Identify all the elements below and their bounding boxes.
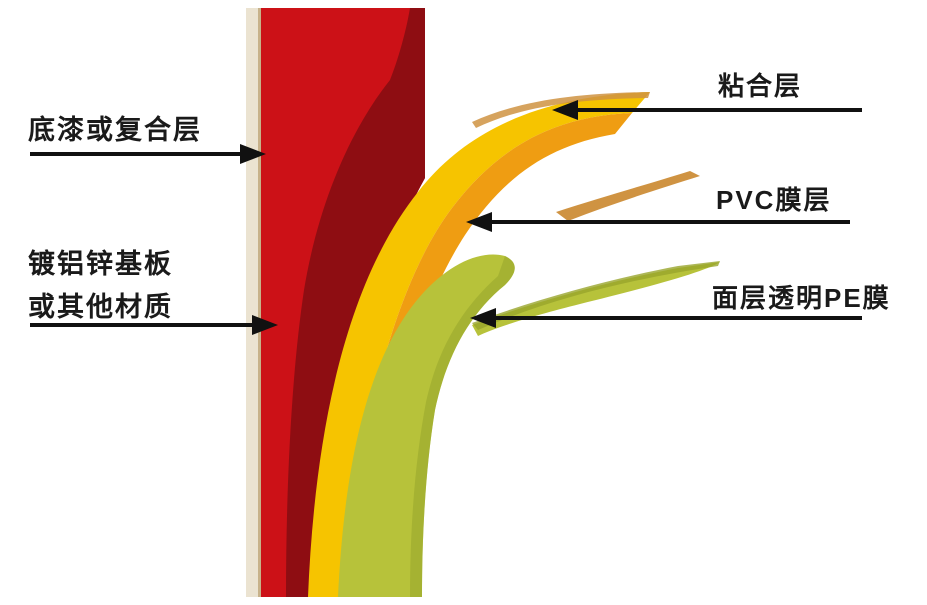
panel-side-shadow xyxy=(286,8,425,597)
pvc-film-sliver xyxy=(556,171,700,221)
adhesive-arrowhead xyxy=(552,100,578,120)
label-substrate-line2: 或其他材质 xyxy=(28,292,173,322)
label-pe-film-layer: 面层透明PE膜 xyxy=(712,283,891,313)
substrate-arrowhead xyxy=(252,315,278,335)
pe-arrowhead xyxy=(470,308,496,328)
label-pvc-film-layer: PVC膜层 xyxy=(716,185,832,215)
base-strip-edge-line xyxy=(258,8,261,597)
pe-film-leaf xyxy=(472,262,720,336)
pe-layer-shade xyxy=(410,256,515,597)
label-primer-layer: 底漆或复合层 xyxy=(28,115,202,145)
label-adhesive-layer: 粘合层 xyxy=(718,71,803,101)
primer-arrowhead xyxy=(240,144,266,164)
pe-film-leaf-edge xyxy=(472,261,720,330)
pvc-arrowhead xyxy=(466,212,492,232)
adhesive-layer-edge xyxy=(472,92,650,128)
label-substrate-line1: 镀铝锌基板 xyxy=(28,249,173,279)
